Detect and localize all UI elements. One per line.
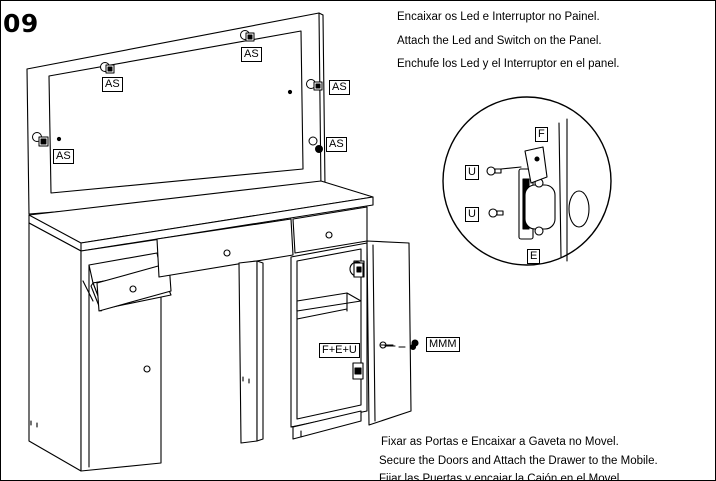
hinge-detail-callout: [442, 96, 612, 266]
label-feu: F+E+U: [319, 343, 360, 358]
label-mmm: MMM: [426, 337, 460, 352]
label-u-1: U: [465, 165, 479, 180]
instruction-top-es: Enchufe los Led y el Interruptor en el p…: [397, 58, 620, 70]
center-drawer: [156, 218, 294, 278]
mirror-panel: [26, 12, 326, 215]
instruction-top-pt: Encaixar os Led e Interruptor no Painel.: [397, 11, 600, 23]
hinges: [349, 260, 406, 380]
step-number: 09: [3, 9, 39, 38]
led-assemblies: [32, 30, 323, 153]
label-as-3: AS: [329, 80, 350, 95]
instruction-bottom-pt: Fixar as Portas e Encaixar a Gaveta no M…: [381, 436, 619, 448]
open-drawer: [82, 252, 172, 312]
center-legs: [238, 260, 264, 444]
label-as-1: AS: [102, 77, 123, 92]
mmm-screw: [384, 339, 419, 347]
right-door: [366, 240, 417, 426]
right-cabinet: [290, 242, 368, 440]
label-e: E: [527, 249, 541, 264]
label-f: F: [535, 127, 548, 142]
label-as-4: AS: [53, 149, 74, 164]
label-as-5: AS: [326, 137, 347, 152]
instruction-bottom-en: Secure the Doors and Attach the Drawer t…: [379, 455, 658, 467]
instruction-top-en: Attach the Led and Switch on the Panel.: [397, 35, 602, 47]
instruction-bottom-es: Fijar las Puertas y encajar la Cajón en …: [379, 473, 623, 481]
label-u-2: U: [465, 207, 479, 222]
label-as-2: AS: [241, 47, 262, 62]
vanity-top: [28, 180, 374, 252]
